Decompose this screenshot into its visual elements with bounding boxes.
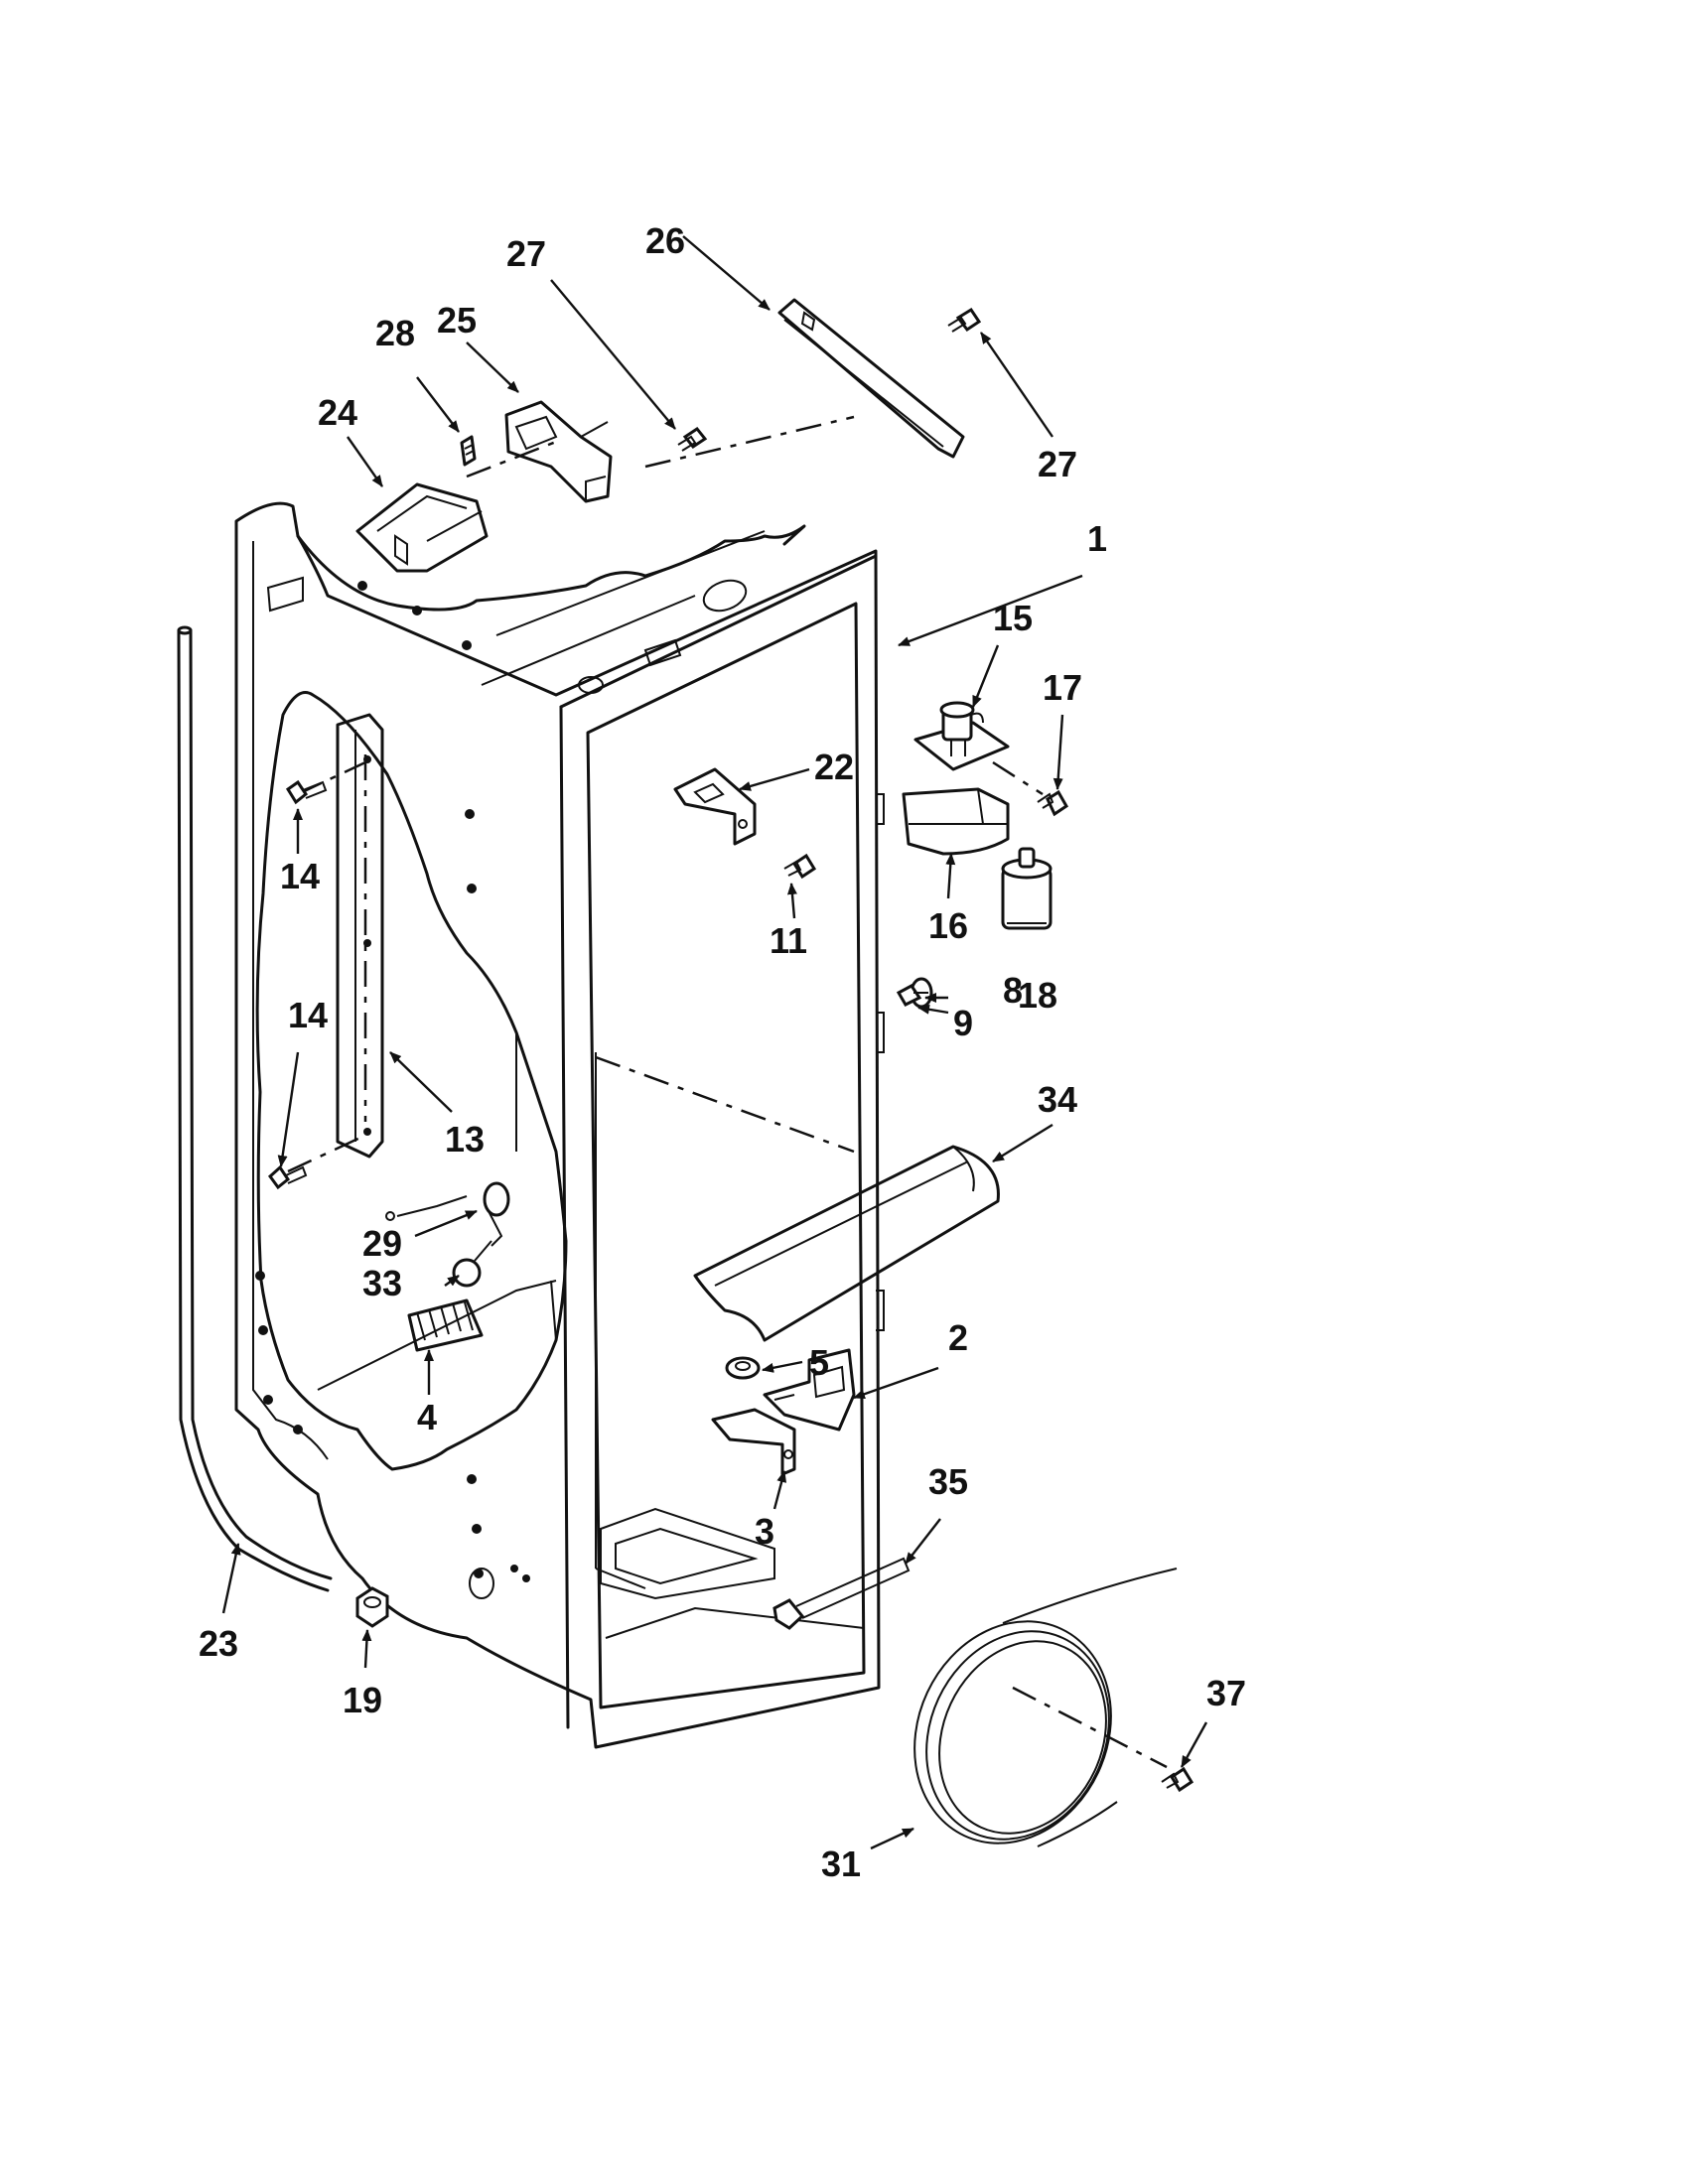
callout-34: 34 xyxy=(1038,1079,1077,1120)
callout-22: 22 xyxy=(814,747,854,787)
shelf-support-channel xyxy=(287,713,384,1173)
bracket-2 xyxy=(763,1348,856,1432)
grommet-8-screw-9 xyxy=(896,977,933,1009)
callout-3: 3 xyxy=(755,1511,774,1552)
bracket-3 xyxy=(711,1408,796,1476)
screw-14-lower xyxy=(267,1164,308,1190)
callout-35: 35 xyxy=(928,1461,968,1502)
callout-27-left: 27 xyxy=(506,233,546,274)
callout-11: 11 xyxy=(770,920,807,961)
grille-4 xyxy=(407,1298,484,1352)
callout-15: 15 xyxy=(993,598,1033,638)
callout-26: 26 xyxy=(645,220,685,261)
callout-33: 33 xyxy=(362,1263,402,1303)
rail-26 xyxy=(644,298,965,469)
leader-lines xyxy=(221,235,1208,1850)
clip-28 xyxy=(460,435,477,467)
callout-labels: 1 2 3 4 5 8 9 11 13 14 14 15 16 17 18 19… xyxy=(199,220,1246,1884)
water-tube-coil-31 xyxy=(913,1568,1178,1847)
nut-19 xyxy=(355,1586,389,1628)
callout-8: 8 xyxy=(1003,970,1023,1011)
callout-14-upper: 14 xyxy=(280,856,320,896)
tubing-23 xyxy=(177,628,333,1592)
cable-tie-35 xyxy=(772,1557,911,1630)
bracket-25 xyxy=(466,400,613,503)
control-15 xyxy=(913,701,1010,771)
component-18 xyxy=(1001,847,1052,930)
callout-23: 23 xyxy=(199,1623,238,1664)
light-housing-24 xyxy=(355,482,489,573)
callout-18: 18 xyxy=(1018,975,1057,1016)
callout-4: 4 xyxy=(417,1397,437,1437)
screw-14-upper xyxy=(285,779,328,805)
screw-27-right xyxy=(947,307,982,333)
socket-29 xyxy=(385,1181,510,1247)
screw-27-left xyxy=(677,426,708,452)
callout-29: 29 xyxy=(362,1223,402,1264)
callout-17: 17 xyxy=(1043,667,1082,708)
callout-37: 37 xyxy=(1206,1673,1246,1713)
callout-1: 1 xyxy=(1087,518,1107,559)
callout-14-lower: 14 xyxy=(288,995,328,1035)
cover-16 xyxy=(902,787,1010,856)
callout-19: 19 xyxy=(343,1680,382,1720)
callout-13: 13 xyxy=(445,1119,485,1160)
bulb-33 xyxy=(452,1240,492,1288)
callout-16: 16 xyxy=(928,905,968,946)
screw-11 xyxy=(783,853,817,880)
callout-28: 28 xyxy=(375,313,415,353)
callout-24: 24 xyxy=(318,392,357,433)
callout-25: 25 xyxy=(437,300,477,341)
grommet-5 xyxy=(725,1356,761,1380)
cabinet-shell xyxy=(234,501,885,1749)
callout-5: 5 xyxy=(809,1342,829,1383)
screw-37 xyxy=(1161,1766,1194,1793)
cover-34 xyxy=(693,1145,1000,1342)
callout-9: 9 xyxy=(953,1003,973,1043)
callout-2: 2 xyxy=(948,1317,968,1358)
callout-31: 31 xyxy=(821,1843,861,1884)
bracket-22 xyxy=(673,767,757,846)
screw-17 xyxy=(992,760,1068,817)
callout-27-right: 27 xyxy=(1038,444,1077,484)
